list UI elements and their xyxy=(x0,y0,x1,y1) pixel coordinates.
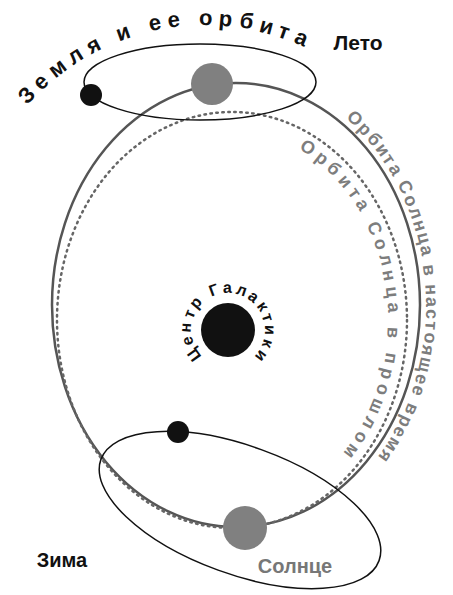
curved-letter: е xyxy=(146,11,163,35)
season-label: Зима xyxy=(37,550,87,570)
curved-letter: р xyxy=(378,366,398,381)
sun-orbit-past xyxy=(57,112,407,528)
curved-letter: О xyxy=(297,136,318,159)
curved-letter xyxy=(422,276,440,283)
curved-letter: в xyxy=(384,326,403,338)
past-orbit-label: Орбита Солнца в прошлом xyxy=(297,136,403,462)
curved-letter: С xyxy=(364,219,386,238)
curved-letter: н xyxy=(380,269,400,283)
curved-letter: п xyxy=(381,351,401,365)
curved-letter: к xyxy=(259,337,277,350)
sun-label: Солнце xyxy=(258,556,332,576)
curved-letter: а xyxy=(417,244,437,257)
season-label: Лето xyxy=(334,32,383,53)
curved-letter: с xyxy=(423,309,441,320)
sun-orbit-present xyxy=(52,83,420,527)
curved-letter: р xyxy=(218,7,233,30)
curved-letter xyxy=(133,16,145,39)
curved-letter: я xyxy=(82,33,104,58)
curved-letter: о xyxy=(199,7,213,29)
earth-winter xyxy=(167,421,189,443)
curved-letter: щ xyxy=(415,356,436,375)
earth-orbit-winter xyxy=(79,399,401,595)
curved-letter: е xyxy=(179,335,197,348)
galactic-center xyxy=(201,303,255,357)
curved-letter: Г xyxy=(207,281,221,299)
curved-letter: я xyxy=(419,344,438,357)
curved-letter: е xyxy=(29,70,53,94)
curved-letter: и xyxy=(262,325,278,335)
curved-letter: б xyxy=(238,10,255,34)
curved-letter: м xyxy=(340,441,362,462)
curved-letter: и xyxy=(113,20,133,45)
galactic-center-label: Центр Галактики xyxy=(178,280,278,364)
curved-letter: т xyxy=(276,19,293,43)
curved-letter: З xyxy=(14,83,40,108)
curved-letter: а xyxy=(423,297,441,307)
curved-letter: о xyxy=(420,331,439,344)
curved-letter: м xyxy=(44,55,70,82)
curved-letter: ц xyxy=(414,230,434,245)
sun-summer xyxy=(191,63,233,105)
curved-letter: л xyxy=(64,42,88,68)
curved-letter: в xyxy=(420,263,439,276)
curved-letter: о xyxy=(371,236,392,252)
curved-letter xyxy=(385,317,403,322)
curved-letter: а xyxy=(223,280,232,296)
curved-letter: т xyxy=(422,321,441,331)
curved-letter: Ц xyxy=(184,345,204,364)
curved-letter: т xyxy=(259,311,277,323)
curved-letter: и xyxy=(257,14,276,39)
earth-orbit-label: Земля и ее орбита xyxy=(14,7,311,109)
curved-letter: л xyxy=(376,252,396,268)
curved-letter xyxy=(383,342,401,349)
curved-letter xyxy=(185,7,193,29)
curved-letter xyxy=(419,256,438,264)
curved-letter: а xyxy=(292,26,312,51)
curved-letter: о xyxy=(373,381,393,397)
curved-letter: н xyxy=(422,284,441,296)
curved-letter: а xyxy=(352,196,373,214)
curved-letter xyxy=(101,27,115,50)
earth-orbit-summer xyxy=(84,44,316,120)
curved-letter: а xyxy=(384,302,403,313)
curved-letter: н xyxy=(178,322,195,333)
curved-letter: е xyxy=(166,8,181,31)
earth-summer xyxy=(80,84,102,106)
curved-letter: ц xyxy=(383,285,402,298)
curved-letter: к xyxy=(254,298,272,314)
curved-letter: и xyxy=(252,347,271,365)
curved-letter: л xyxy=(359,414,380,432)
sun-winter xyxy=(223,506,267,550)
curved-letter: ш xyxy=(366,396,388,417)
